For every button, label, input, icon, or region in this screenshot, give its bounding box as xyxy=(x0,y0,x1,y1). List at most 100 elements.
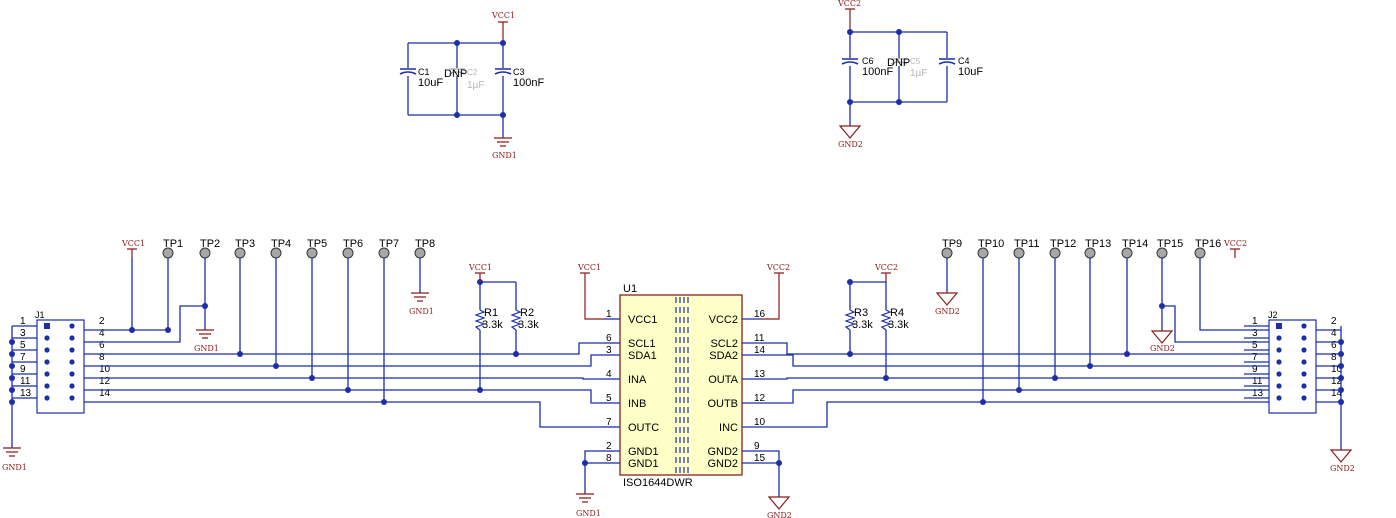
header-pin xyxy=(1276,371,1282,377)
header-pin-number: 14 xyxy=(1331,388,1343,399)
testpoints: TP1 TP2 TP3 TP4 TP5 TP6 TP7 TP8 TP9 TP10 TP11 TP12 T… xyxy=(162,238,1221,259)
testpoint-tp13[interactable]: TP13 xyxy=(1084,238,1111,259)
header-pin-number: 9 xyxy=(1252,364,1258,375)
header-pin xyxy=(44,347,50,353)
gnd1-symbol: GND1 xyxy=(492,137,517,160)
testpoint-pad xyxy=(1013,247,1025,259)
u1-pin-number: 13 xyxy=(754,369,766,380)
testpoint-tp15[interactable]: TP15 xyxy=(1156,238,1183,259)
u1-pin-number: 11 xyxy=(754,333,765,344)
u1-pin-name: OUTC xyxy=(628,422,659,434)
header-pin-number: 7 xyxy=(20,352,26,363)
capacitor-c6[interactable]: C6 100nF xyxy=(841,56,893,78)
c2-value: 1µF xyxy=(467,80,484,91)
capacitor-c4[interactable]: C4 10uF xyxy=(938,56,983,78)
header-pin xyxy=(1301,395,1307,401)
header-pin-number: 9 xyxy=(20,364,26,375)
header-pin-number: 2 xyxy=(1331,316,1337,327)
gnd2-label: GND2 xyxy=(838,140,863,149)
header-pin xyxy=(69,383,75,389)
testpoint-tp7[interactable]: TP7 xyxy=(378,238,399,259)
testpoint-tp10[interactable]: TP10 xyxy=(977,238,1004,259)
testpoint-tp4[interactable]: TP4 xyxy=(270,238,291,259)
pin1-marker xyxy=(44,323,50,329)
testpoint-tp9[interactable]: TP9 xyxy=(941,238,962,259)
tp15-gnd2-label: GND2 xyxy=(1150,344,1175,353)
testpoint-tp12[interactable]: TP12 xyxy=(1049,238,1076,259)
testpoint-pad xyxy=(1156,247,1168,259)
capacitor-c3[interactable]: C3 100nF xyxy=(494,67,544,89)
testpoint-label: TP8 xyxy=(415,238,435,250)
c2-ref: C2 xyxy=(467,68,478,77)
j2-gnd2-label: GND2 xyxy=(1330,464,1355,473)
testpoint-tp3[interactable]: TP3 xyxy=(234,238,255,259)
testpoint-label: TP7 xyxy=(379,238,399,250)
capacitor-c1[interactable]: C1 10uF xyxy=(399,67,443,89)
header-pin-number: 10 xyxy=(99,364,111,375)
c6-ref: C6 xyxy=(862,56,874,66)
testpoint-pad xyxy=(1049,247,1061,259)
testpoint-pad xyxy=(1194,247,1206,259)
pin1-marker xyxy=(1276,323,1282,329)
r2-value: 3.3k xyxy=(518,319,539,331)
gnd2-symbol: GND2 xyxy=(838,125,863,149)
testpoint-tp14[interactable]: TP14 xyxy=(1121,238,1148,259)
testpoint-pad xyxy=(270,247,282,259)
testpoint-tp2[interactable]: TP2 xyxy=(199,238,220,259)
u1-pin-name: INB xyxy=(628,398,646,410)
header-pin-number: 4 xyxy=(99,328,105,339)
testpoint-tp8[interactable]: TP8 xyxy=(414,238,435,259)
resistor-r4[interactable]: R4 3.3k xyxy=(880,307,909,331)
tp2-gnd1-label: GND1 xyxy=(194,344,219,353)
header-pin-number: 6 xyxy=(99,340,105,351)
testpoint-tp1[interactable]: TP1 xyxy=(162,238,183,259)
capacitor-c5[interactable]: DNP C5 1µF xyxy=(887,57,927,79)
r2-ref: R2 xyxy=(520,307,534,319)
testpoint-tp5[interactable]: TP5 xyxy=(306,238,327,259)
testpoint-pad xyxy=(234,247,246,259)
testpoint-tp11[interactable]: TP11 xyxy=(1013,238,1039,259)
testpoint-pad xyxy=(1121,247,1133,259)
resistor-r3[interactable]: R3 3.3k xyxy=(844,307,873,331)
header-pin xyxy=(1276,335,1282,341)
u1-pin-number: 12 xyxy=(754,393,766,404)
testpoint-label: TP5 xyxy=(307,238,327,250)
u1-body xyxy=(619,294,743,476)
testpoint-tp6[interactable]: TP6 xyxy=(342,238,363,259)
testpoint-pad xyxy=(941,247,953,259)
tp8-gnd1-label: GND1 xyxy=(409,307,434,316)
header-pin xyxy=(1301,347,1307,353)
c3-value: 100nF xyxy=(513,77,544,89)
header-pin-number: 5 xyxy=(1252,340,1258,351)
c2-dnp: DNP xyxy=(444,68,467,80)
tp-vcc2-label: VCC2 xyxy=(1223,239,1247,248)
pullup-vcc2-label: VCC2 xyxy=(874,263,898,272)
testpoint-label: TP11 xyxy=(1014,238,1039,250)
tp9-gnd2-label: GND2 xyxy=(935,307,960,316)
capacitor-c2[interactable]: DNP C2 1µF xyxy=(444,68,484,91)
header-pin-number: 6 xyxy=(1331,340,1337,351)
vcc2-label: VCC2 xyxy=(837,0,861,8)
testpoint-pad xyxy=(342,247,354,259)
u1-pin-name: GND1 xyxy=(628,458,659,470)
j1-ref: J1 xyxy=(35,310,45,320)
r4-ref: R4 xyxy=(890,307,904,319)
testpoint-label: TP9 xyxy=(942,238,962,250)
header-pin-number: 13 xyxy=(1252,388,1264,399)
resistor-r2[interactable]: R2 3.3k xyxy=(510,307,539,331)
header-pin-number: 4 xyxy=(1331,328,1337,339)
testpoint-pad xyxy=(306,247,318,259)
testpoint-tp16[interactable]: TP16 xyxy=(1194,238,1221,259)
resistor-r1[interactable]: R1 3.3k xyxy=(474,307,503,331)
u1-pin-number: 6 xyxy=(606,333,612,344)
testpoint-pad xyxy=(1084,247,1096,259)
testpoint-label: TP13 xyxy=(1085,238,1111,250)
vcc1-label: VCC1 xyxy=(491,11,515,20)
u1-pin-number: 8 xyxy=(606,453,612,464)
testpoint-label: TP4 xyxy=(271,238,291,250)
testpoint-label: TP10 xyxy=(978,238,1004,250)
